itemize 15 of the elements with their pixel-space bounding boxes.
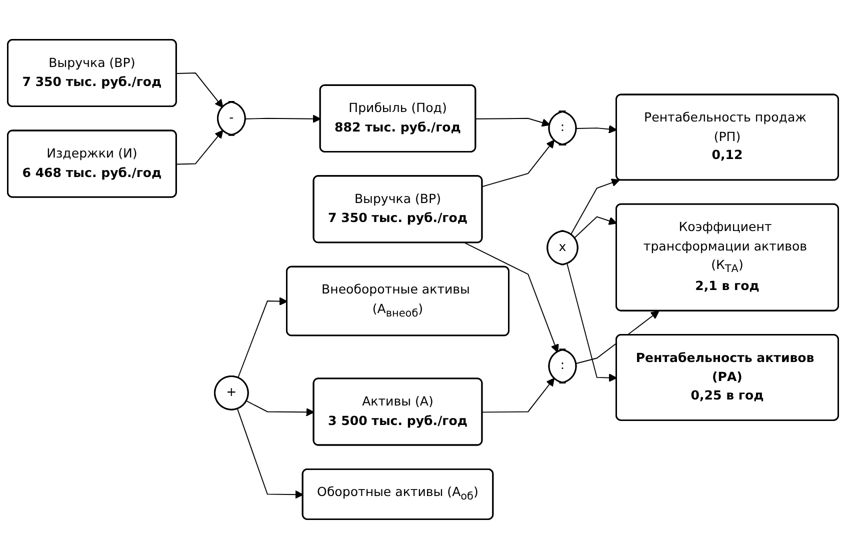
arrow [576,310,660,364]
arrow [246,400,314,416]
arrow [176,72,224,108]
arrow [482,139,555,187]
arrow [237,408,304,498]
arrow [245,114,321,123]
arrow [238,296,288,378]
arrow [566,262,618,382]
arrow [482,377,555,412]
arrow [574,216,618,238]
arrow [464,242,559,352]
arrow [475,117,550,126]
arrow [570,178,620,234]
arrow [176,130,224,164]
arrow [576,124,618,133]
